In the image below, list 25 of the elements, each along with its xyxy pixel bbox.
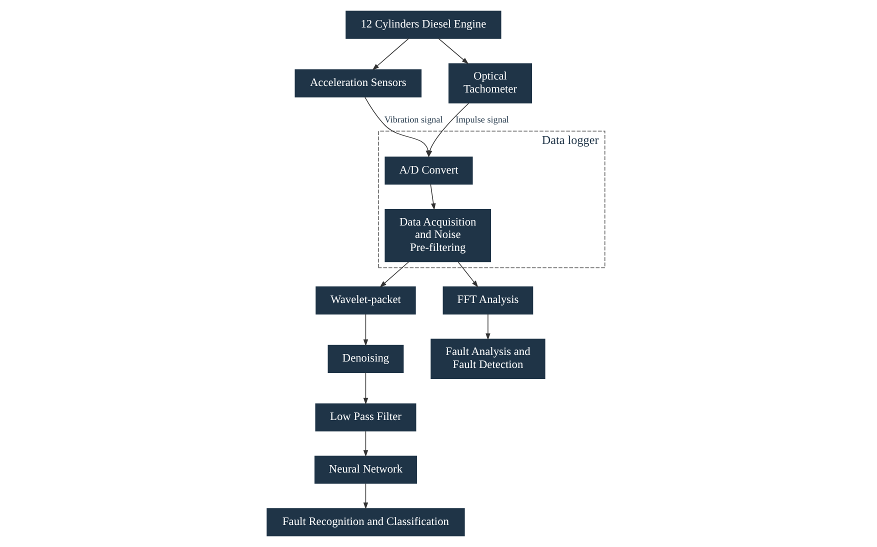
node-box: Fault Recognition and Classification xyxy=(266,508,464,536)
arrow xyxy=(457,262,478,288)
edge-label: Vibration signal xyxy=(384,114,442,124)
arrow xyxy=(362,430,368,457)
arrow xyxy=(362,314,368,346)
node-box: Neural Network xyxy=(314,456,416,484)
arrow xyxy=(362,483,368,510)
node-box: FFT Analysis xyxy=(442,286,533,314)
node-box: Low Pass Filter xyxy=(314,403,416,432)
node-box: Denoising xyxy=(327,344,404,373)
node-box: Acceleration Sensors xyxy=(294,69,422,98)
node-box: Wavelet-packet xyxy=(315,286,416,314)
arrow xyxy=(430,184,436,210)
arrow xyxy=(379,262,409,288)
arrow xyxy=(485,314,490,340)
edge-label: Impulse signal xyxy=(455,114,508,124)
node-box: A/D Convert xyxy=(384,156,472,185)
node-box: 12 Cylinders Diesel Engine xyxy=(345,10,501,39)
arrow xyxy=(426,102,469,158)
arrow xyxy=(362,372,368,405)
node-box: Data Acquisition and Noise Pre-filtering xyxy=(384,208,490,262)
node-box: Fault Analysis and Fault Detection xyxy=(430,338,545,380)
arrow xyxy=(438,38,468,64)
arrow xyxy=(372,38,408,70)
node-box: Optical Tachometer xyxy=(448,63,532,104)
